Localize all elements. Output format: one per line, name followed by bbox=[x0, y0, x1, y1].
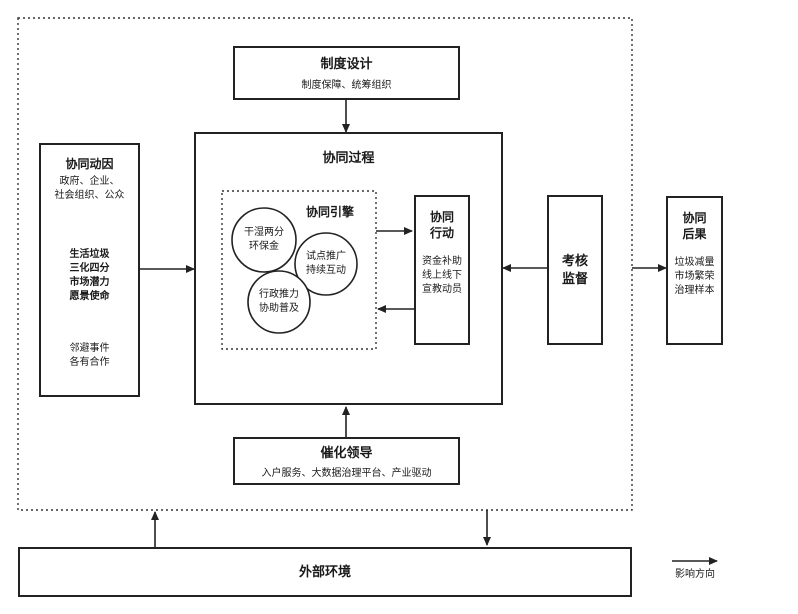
engine-circle-1-line2: 环保金 bbox=[249, 241, 279, 252]
legend-label: 影响方向 bbox=[675, 569, 715, 580]
engine-circle-2-line1: 试点推广 bbox=[306, 251, 346, 262]
system-design-subtitle: 制度保障、统筹组织 bbox=[301, 80, 392, 91]
motivation-middle-line3: 市场潜力 bbox=[69, 277, 110, 288]
action-title-line2: 行动 bbox=[429, 226, 454, 240]
engine-circle-2-line2: 持续互动 bbox=[306, 265, 346, 276]
engine-circle-2 bbox=[294, 232, 358, 296]
motivation-title: 协同动因 bbox=[65, 157, 114, 171]
outcome-title-line2: 后果 bbox=[682, 227, 707, 241]
leadership-box: 催化领导 入户服务、大数据治理平台、产业驱动 bbox=[233, 437, 460, 485]
engine-circle-1-line1: 干湿两分 bbox=[244, 227, 284, 238]
action-box: 协同 行动 资金补助 线上线下 宣教动员 bbox=[414, 195, 470, 345]
motivation-middle-line4: 愿景使命 bbox=[69, 291, 110, 302]
action-body: 资金补助 线上线下 宣教动员 bbox=[416, 255, 468, 297]
supervision-title-line1: 考核 bbox=[561, 254, 588, 269]
system-design-box: 制度设计 制度保障、统筹组织 bbox=[233, 46, 460, 100]
engine-dotted-frame bbox=[221, 190, 377, 350]
environment-box: 外部环境 bbox=[18, 547, 632, 597]
leadership-subtitle: 入户服务、大数据治理平台、产业驱动 bbox=[261, 468, 432, 479]
supervision-title: 考核 监督 bbox=[549, 253, 601, 289]
process-box: 协同过程 bbox=[194, 132, 503, 405]
supervision-box: 考核 监督 bbox=[547, 195, 603, 345]
system-design-title: 制度设计 bbox=[320, 57, 373, 72]
outcome-body-line2: 市场繁荣 bbox=[674, 271, 715, 282]
motivation-middle: 生活垃圾 三化四分 市场潜力 愿景使命 bbox=[41, 248, 138, 304]
environment-title: 外部环境 bbox=[298, 565, 351, 580]
action-title-line1: 协同 bbox=[429, 210, 454, 224]
engine-circle-1-label: 干湿两分 环保金 bbox=[238, 226, 290, 254]
motivation-bottom: 邻避事件 各有合作 bbox=[41, 342, 138, 370]
outcome-title-line1: 协同 bbox=[682, 211, 707, 225]
outcome-box: 协同 后果 垃圾减量 市场繁荣 治理样本 bbox=[666, 196, 723, 345]
action-body-line1: 资金补助 bbox=[422, 256, 462, 267]
action-body-line2: 线上线下 bbox=[422, 270, 462, 281]
motivation-top-line2: 社会组织、公众 bbox=[54, 190, 125, 201]
motivation-bottom-line2: 各有合作 bbox=[69, 357, 110, 368]
process-title: 协同过程 bbox=[322, 151, 375, 166]
engine-circle-3-line2: 协助普及 bbox=[259, 303, 299, 314]
supervision-title-line2: 监督 bbox=[561, 272, 588, 287]
engine-circle-3-label: 行政推力 协助普及 bbox=[253, 288, 305, 316]
outer-dotted-frame bbox=[17, 17, 633, 511]
engine-circle-3-line1: 行政推力 bbox=[259, 289, 299, 300]
motivation-top: 政府、企业、 社会组织、公众 bbox=[41, 175, 138, 203]
leadership-title: 催化领导 bbox=[320, 446, 373, 461]
motivation-middle-line1: 生活垃圾 bbox=[69, 249, 110, 260]
outcome-body-line1: 垃圾减量 bbox=[674, 257, 715, 268]
motivation-top-line1: 政府、企业、 bbox=[59, 176, 120, 187]
engine-circle-3 bbox=[247, 270, 311, 334]
motivation-box: 协同动因 政府、企业、 社会组织、公众 生活垃圾 三化四分 市场潜力 愿景使命 … bbox=[39, 143, 140, 397]
action-body-line3: 宣教动员 bbox=[422, 284, 462, 295]
engine-title: 协同引擎 bbox=[306, 205, 355, 219]
engine-circle-2-label: 试点推广 持续互动 bbox=[300, 250, 352, 278]
motivation-bottom-line1: 邻避事件 bbox=[69, 343, 110, 354]
outcome-body: 垃圾减量 市场繁荣 治理样本 bbox=[668, 256, 721, 298]
engine-circle-1 bbox=[231, 207, 297, 273]
outcome-title: 协同 后果 bbox=[668, 210, 721, 242]
motivation-middle-line2: 三化四分 bbox=[69, 263, 110, 274]
action-title: 协同 行动 bbox=[416, 209, 468, 241]
outcome-body-line3: 治理样本 bbox=[674, 285, 715, 296]
